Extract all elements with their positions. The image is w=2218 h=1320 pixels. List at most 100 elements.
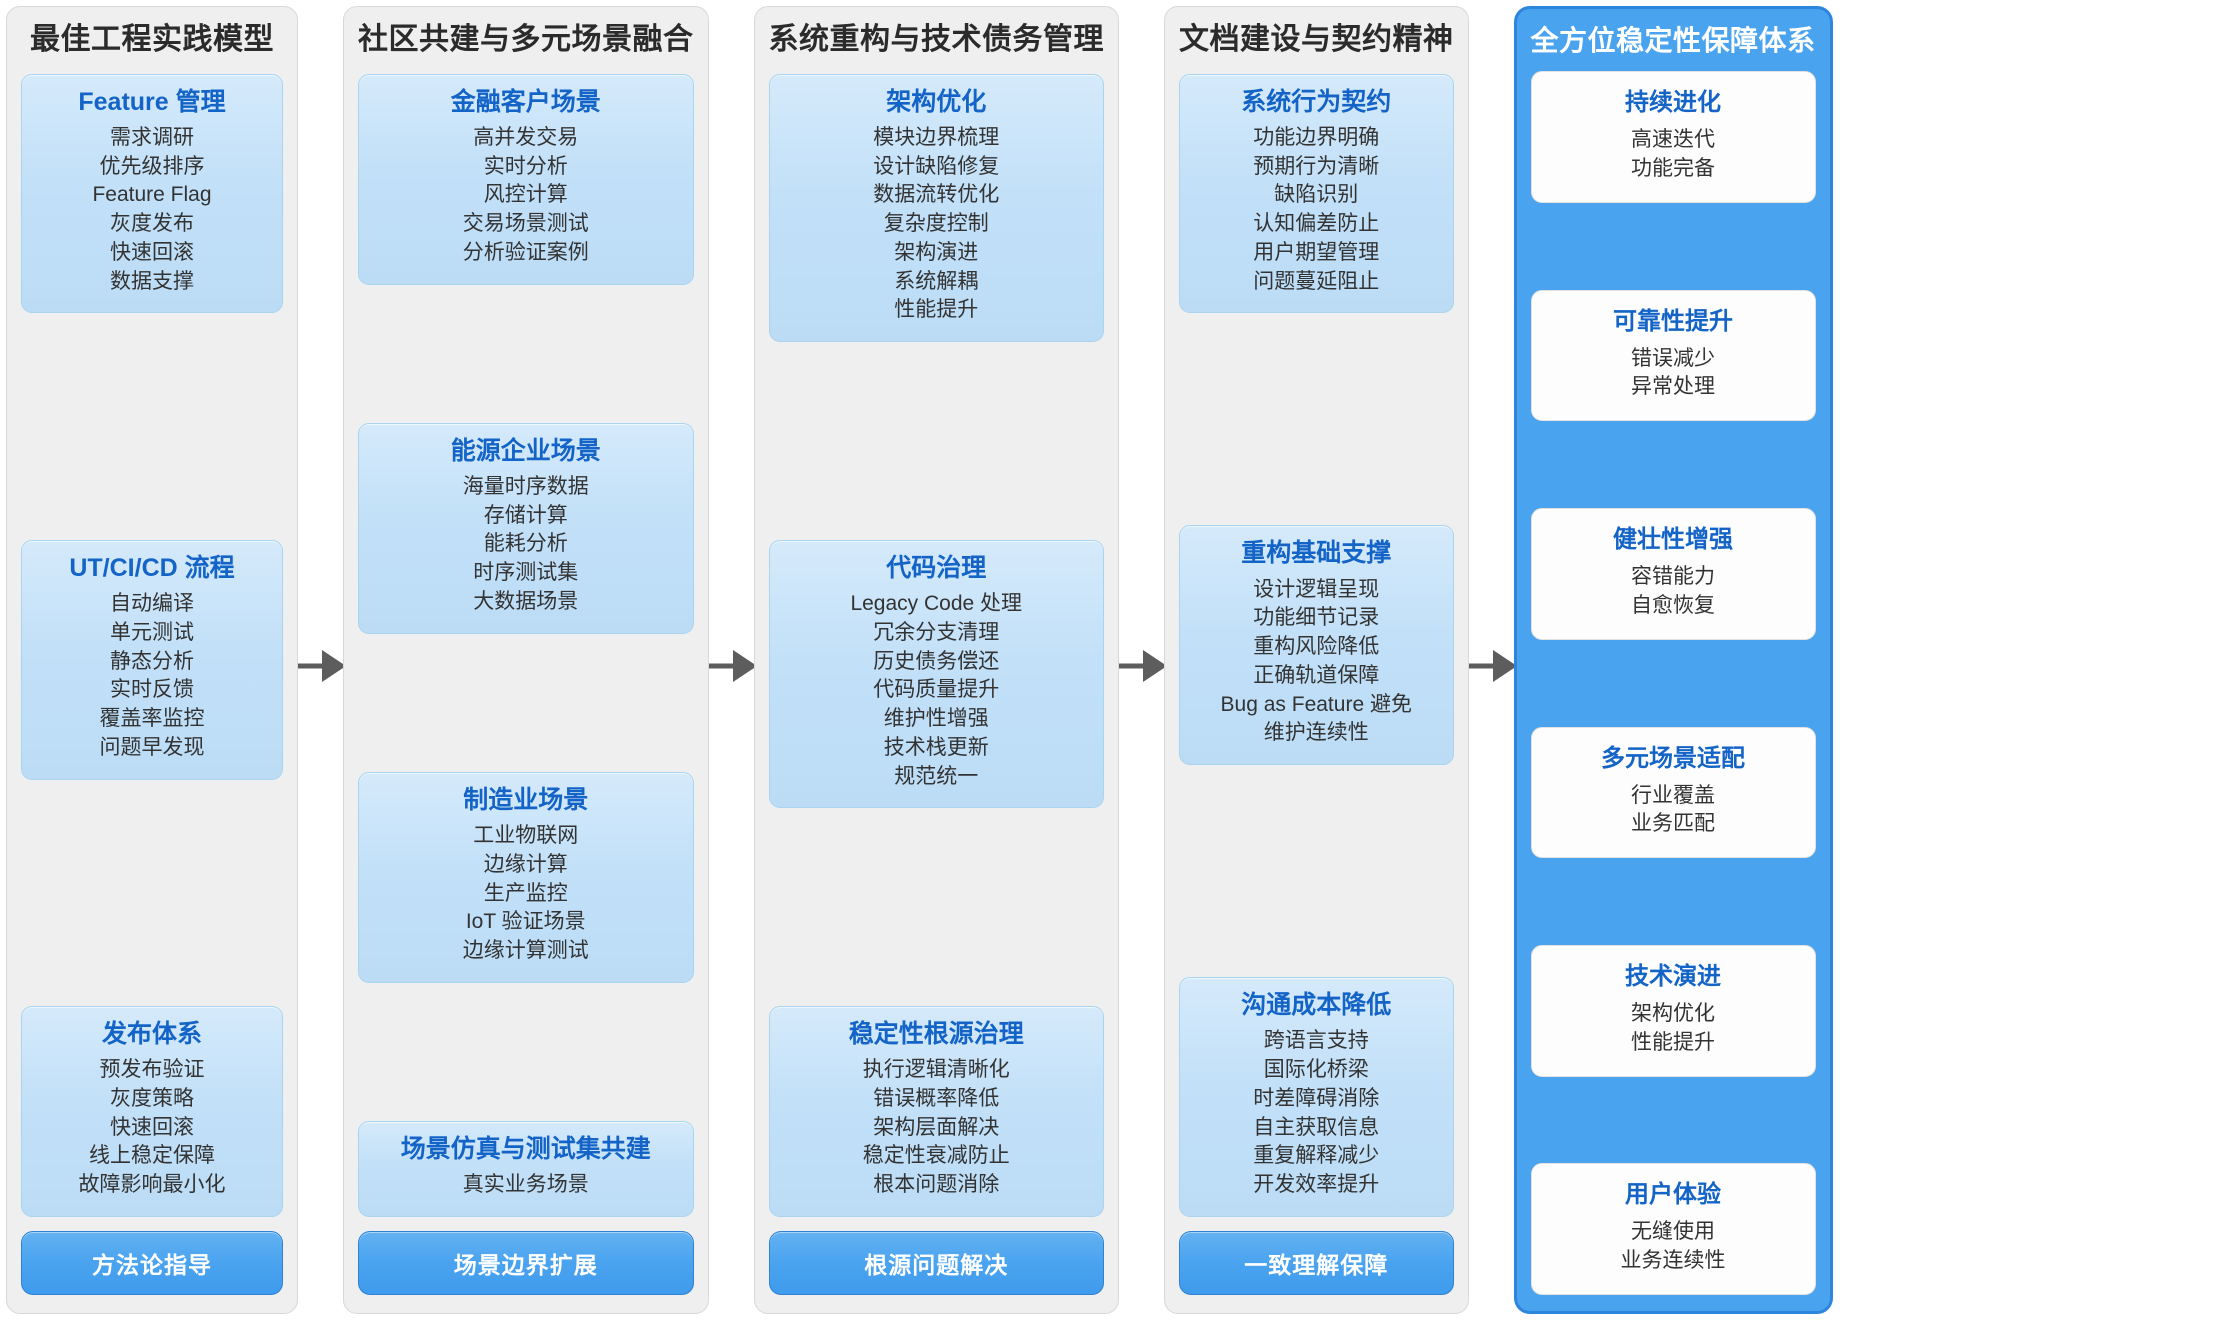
topic-card-item: 模块边界梳理	[873, 125, 1000, 149]
topic-card-item: 架构层面解决	[873, 1115, 1000, 1139]
outcome-card-item: 行业覆盖	[1631, 783, 1715, 807]
outcome-card-gap	[1531, 858, 1816, 945]
topic-card-title: 场景仿真与测试集共建	[400, 1134, 651, 1163]
outcome-card-gap	[1531, 640, 1816, 727]
topic-card-item: 灰度策略	[110, 1086, 194, 1110]
outcome-card-gap	[1531, 203, 1816, 290]
topic-card-item: Bug as Feature 避免	[1220, 692, 1412, 716]
card-gap	[769, 808, 1105, 1006]
topic-card-item: 时序测试集	[473, 561, 579, 585]
topic-card-item: 代码质量提升	[873, 678, 1000, 702]
topic-card-item: 功能细节记录	[1253, 606, 1380, 630]
topic-card-item: 设计缺陷修复	[873, 154, 1000, 178]
topic-card-item: 边缘计算测试	[462, 939, 589, 963]
topic-card: 沟通成本降低跨语言支持国际化桥梁时差障碍消除自主获取信息重复解释减少开发效率提升	[1179, 977, 1454, 1217]
arrow-line-icon	[1119, 663, 1147, 669]
stage-title: 社区共建与多元场景融合	[358, 23, 694, 56]
topic-card-item: 错误概率降低	[873, 1086, 1000, 1110]
topic-card-item: 实时反馈	[110, 678, 194, 702]
outcome-card-gap	[1531, 421, 1816, 508]
topic-card-item: 快速回滚	[110, 240, 194, 264]
flow-arrow-1	[298, 6, 346, 1310]
topic-card-item: 海量时序数据	[462, 474, 589, 498]
arrow-head-icon	[1492, 650, 1517, 682]
arrow-head-icon	[322, 650, 346, 682]
topic-card-title: 重构基础支撑	[1241, 539, 1392, 568]
topic-card: 能源企业场景海量时序数据存储计算能耗分析时序测试集大数据场景	[358, 422, 694, 634]
outcome-card-gap	[1531, 1077, 1816, 1164]
stage-cards: 系统行为契约功能边界明确预期行为清晰缺陷识别认知偏差防止用户期望管理问题蔓延阻止…	[1179, 73, 1454, 1217]
topic-card-item: 稳定性衰减防止	[862, 1144, 1010, 1168]
topic-card-item: 静态分析	[110, 649, 194, 673]
topic-card-item: 技术栈更新	[883, 735, 989, 759]
stage-title: 系统重构与技术债务管理	[768, 23, 1104, 56]
card-gap	[358, 634, 694, 772]
topic-card-item: 重构风险降低	[1253, 635, 1380, 659]
topic-card-item: 线上稳定保障	[89, 1144, 215, 1168]
topic-card: 系统行为契约功能边界明确预期行为清晰缺陷识别认知偏差防止用户期望管理问题蔓延阻止	[1179, 73, 1454, 314]
outcome-card-title: 持续进化	[1625, 89, 1721, 117]
topic-card-item: 风控计算	[483, 183, 568, 207]
outcome-card-title: 可靠性提升	[1613, 307, 1733, 335]
topic-card-item: 故障影响最小化	[78, 1173, 226, 1197]
topic-card-title: 发布体系	[101, 1019, 202, 1048]
stage-outcome-button[interactable]: 方法论指导	[21, 1231, 283, 1295]
topic-card-item: 交易场景测试	[462, 212, 589, 236]
topic-card-item: 用户期望管理	[1253, 240, 1380, 264]
topic-card-title: 系统行为契约	[1241, 87, 1392, 116]
card-gap	[769, 342, 1105, 540]
topic-card-title: 沟通成本降低	[1241, 991, 1392, 1020]
outcome-card-title: 多元场景适配	[1601, 744, 1745, 772]
topic-card-item: 数据支撑	[110, 269, 194, 293]
topic-card-item: 灰度发布	[110, 212, 194, 236]
topic-card-item: 存储计算	[483, 503, 568, 527]
topic-card-item: 能耗分析	[483, 532, 568, 556]
arrow-line-icon	[1468, 663, 1497, 669]
topic-card-item: 高并发交易	[473, 125, 579, 149]
outcome-column: 全方位稳定性保障体系持续进化高速迭代功能完备可靠性提升错误减少异常处理健壮性增强…	[1513, 6, 1833, 1314]
outcome-card-item: 功能完备	[1631, 156, 1715, 180]
topic-card-item: 功能边界明确	[1253, 125, 1380, 149]
topic-card-item: 规范统一	[894, 764, 979, 788]
arrow-head-icon	[732, 650, 757, 682]
stage-outcome-button[interactable]: 一致理解保障	[1179, 1231, 1454, 1295]
topic-card-title: 能源企业场景	[450, 436, 601, 465]
topic-card-item: 大数据场景	[473, 589, 579, 613]
outcome-card-item: 异常处理	[1631, 375, 1715, 399]
stage-outcome-button[interactable]: 根源问题解决	[768, 1231, 1104, 1295]
outcome-card-item: 架构优化	[1631, 1002, 1715, 1025]
flow-arrow-2	[708, 6, 757, 1310]
topic-card-title: 代码治理	[886, 553, 987, 582]
outcome-cards: 持续进化高速迭代功能完备可靠性提升错误减少异常处理健壮性增强容错能力自愈恢复多元…	[1530, 71, 1816, 1295]
topic-card-item: 认知偏差防止	[1253, 212, 1380, 236]
stage-title: 最佳工程实践模型	[30, 23, 274, 56]
arrow-head-icon	[1143, 650, 1167, 682]
topic-card-item: 性能提升	[894, 298, 979, 322]
topic-card-item: 自动编译	[110, 591, 194, 615]
topic-card-item: 覆盖率监控	[99, 707, 205, 731]
stage-title: 文档建设与契约精神	[1179, 23, 1454, 56]
topic-card-item: 预发布验证	[99, 1058, 205, 1082]
outcome-card: 用户体验无缝使用业务连续性	[1530, 1163, 1816, 1295]
topic-card-item: 数据流转优化	[873, 183, 1000, 207]
topic-card: 金融客户场景高并发交易实时分析风控计算交易场景测试分析验证案例	[358, 73, 694, 285]
outcome-card-item: 自愈恢复	[1631, 593, 1715, 617]
card-gap	[358, 285, 694, 423]
topic-card-item: 快速回滚	[110, 1115, 194, 1139]
outcome-card-item: 性能提升	[1631, 1030, 1715, 1054]
stage-outcome-button[interactable]: 场景边界扩展	[358, 1231, 694, 1295]
topic-card-item: Feature Flag	[92, 183, 212, 207]
outcome-card-title: 健壮性增强	[1613, 526, 1733, 554]
topic-card-item: 优先级排序	[99, 154, 205, 178]
topic-card-item: 冗余分支清理	[873, 620, 1000, 644]
topic-card-item: 生产监控	[483, 881, 568, 905]
outcome-card-item: 容错能力	[1631, 565, 1715, 589]
topic-card: UT/CI/CD 流程自动编译单元测试静态分析实时反馈覆盖率监控问题早发现	[21, 539, 283, 780]
topic-card-item: 执行逻辑清晰化	[862, 1058, 1010, 1082]
topic-card-item: 正确轨道保障	[1253, 663, 1380, 687]
outcome-card: 持续进化高速迭代功能完备	[1530, 71, 1816, 203]
